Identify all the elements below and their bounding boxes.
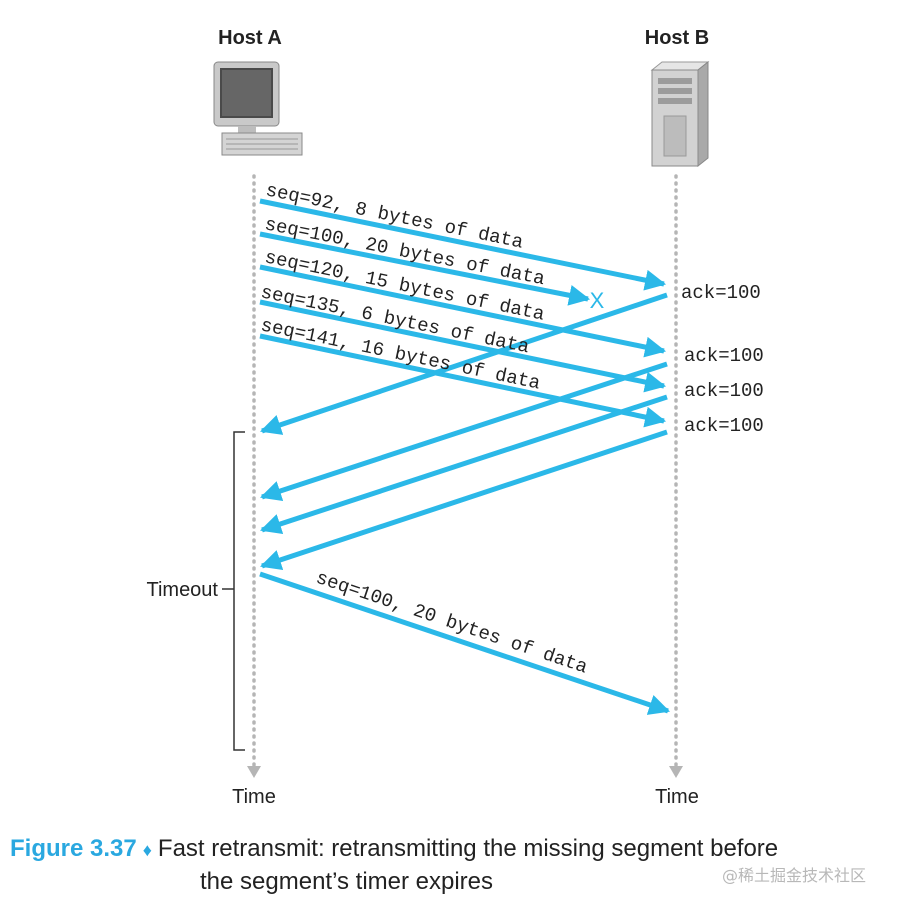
ack-label-1: ack=100 [681, 282, 761, 304]
segment-arrow-seq141 [259, 333, 667, 428]
segment-arrow-seq92 [259, 198, 667, 291]
host-a-label: Host A [218, 27, 282, 49]
ack-label-2: ack=100 [684, 345, 764, 367]
caption-line-2: the segment’s timer expires [10, 866, 890, 898]
retransmission-label: seq=100, 20 bytes of data [313, 567, 590, 679]
timeout-bracket [233, 431, 245, 751]
ack-label-3: ack=100 [684, 380, 764, 402]
caption-line-1: Figure 3.37♦Fast retransmit: retransmitt… [10, 833, 890, 866]
ack-arrow-1 [260, 292, 668, 435]
figure-caption: Figure 3.37♦Fast retransmit: retransmitt… [10, 833, 890, 898]
host-a-time-label: Time [232, 786, 276, 808]
host-b-time-label: Time [655, 786, 699, 808]
segment-arrow-seq135 [259, 299, 667, 393]
server-tower-icon [650, 60, 710, 168]
retransmission-arrow [259, 571, 670, 715]
lost-segment-marker: X [590, 288, 605, 313]
figure-number: Figure 3.37 [10, 835, 137, 862]
caption-text-line2: the segment’s timer expires [200, 868, 494, 895]
ack-arrow-4 [260, 429, 668, 571]
caption-text-line1: Fast retransmit: retransmitting the miss… [157, 835, 779, 862]
ack-arrow-3 [260, 394, 668, 535]
diamond-icon: ♦ [142, 840, 152, 860]
watermark: @稀土掘金技术社区 [722, 866, 867, 885]
segment-arrow-seq100-lost [259, 231, 591, 306]
host-a-time-arrowhead [247, 766, 261, 778]
ack-arrow-2 [260, 361, 668, 502]
segment-arrow-seq120 [259, 264, 667, 358]
desktop-computer-icon [213, 61, 303, 156]
host-b-label: Host B [645, 27, 709, 49]
ack-label-4: ack=100 [684, 415, 764, 437]
timeout-label: Timeout [146, 579, 218, 601]
host-b-time-arrowhead [669, 766, 683, 778]
